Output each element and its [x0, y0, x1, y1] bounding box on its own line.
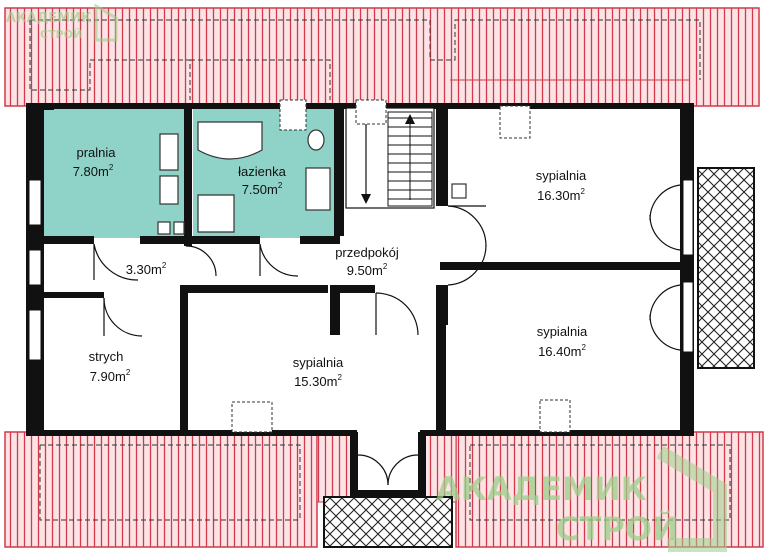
room-name-strych: strych: [89, 349, 124, 364]
roof-top: [4, 7, 760, 107]
room-name-lazienka: łazienka: [238, 164, 286, 179]
balcony-bottom: [323, 496, 453, 548]
room-area-strych: 7.90m2: [90, 368, 131, 384]
roof-bottom-left: [4, 431, 318, 548]
room-area-korytarz: 3.30m2: [126, 261, 167, 277]
balcony-right: [697, 167, 755, 369]
room-name-pralnia: pralnia: [76, 145, 116, 160]
room-name-sypialnia-1: sypialnia: [536, 168, 587, 183]
room-name-sypialnia-2: sypialnia: [537, 324, 588, 339]
pralnia-floor: [44, 108, 184, 238]
watermark-corner-line1: АКАДЕМИК: [6, 11, 92, 26]
room-area-sypialnia-2: 16.40m2: [538, 343, 586, 359]
room-labels: pralnia 7.80m2 łazienka 7.50m2 3.30m2 pr…: [73, 145, 588, 389]
watermark-main: АКАДЕМИК СТРОЙ: [436, 445, 727, 552]
fixtures: [157, 121, 467, 235]
watermark-corner: АКАДЕМИК СТРОЙ: [6, 3, 118, 42]
room-area-lazienka: 7.50m2: [242, 181, 283, 197]
watermark-line1: АКАДЕМИК: [436, 470, 647, 508]
windows: [28, 179, 694, 361]
stairs: [345, 107, 435, 209]
room-name-sypialnia-3: sypialnia: [293, 355, 344, 370]
watermark-corner-line2: СТРОЙ: [40, 28, 82, 41]
room-name-przedpokoj: przedpokój: [335, 245, 399, 260]
room-area-pralnia: 7.80m2: [73, 163, 114, 179]
room-area-przedpokoj: 9.50m2: [347, 262, 388, 278]
room-area-sypialnia-1: 16.30m2: [537, 187, 585, 203]
room-area-sypialnia-3: 15.30m2: [294, 373, 342, 389]
doors: [93, 184, 681, 486]
watermark-line2: СТРОЙ: [556, 510, 679, 548]
skylights: [231, 99, 571, 433]
